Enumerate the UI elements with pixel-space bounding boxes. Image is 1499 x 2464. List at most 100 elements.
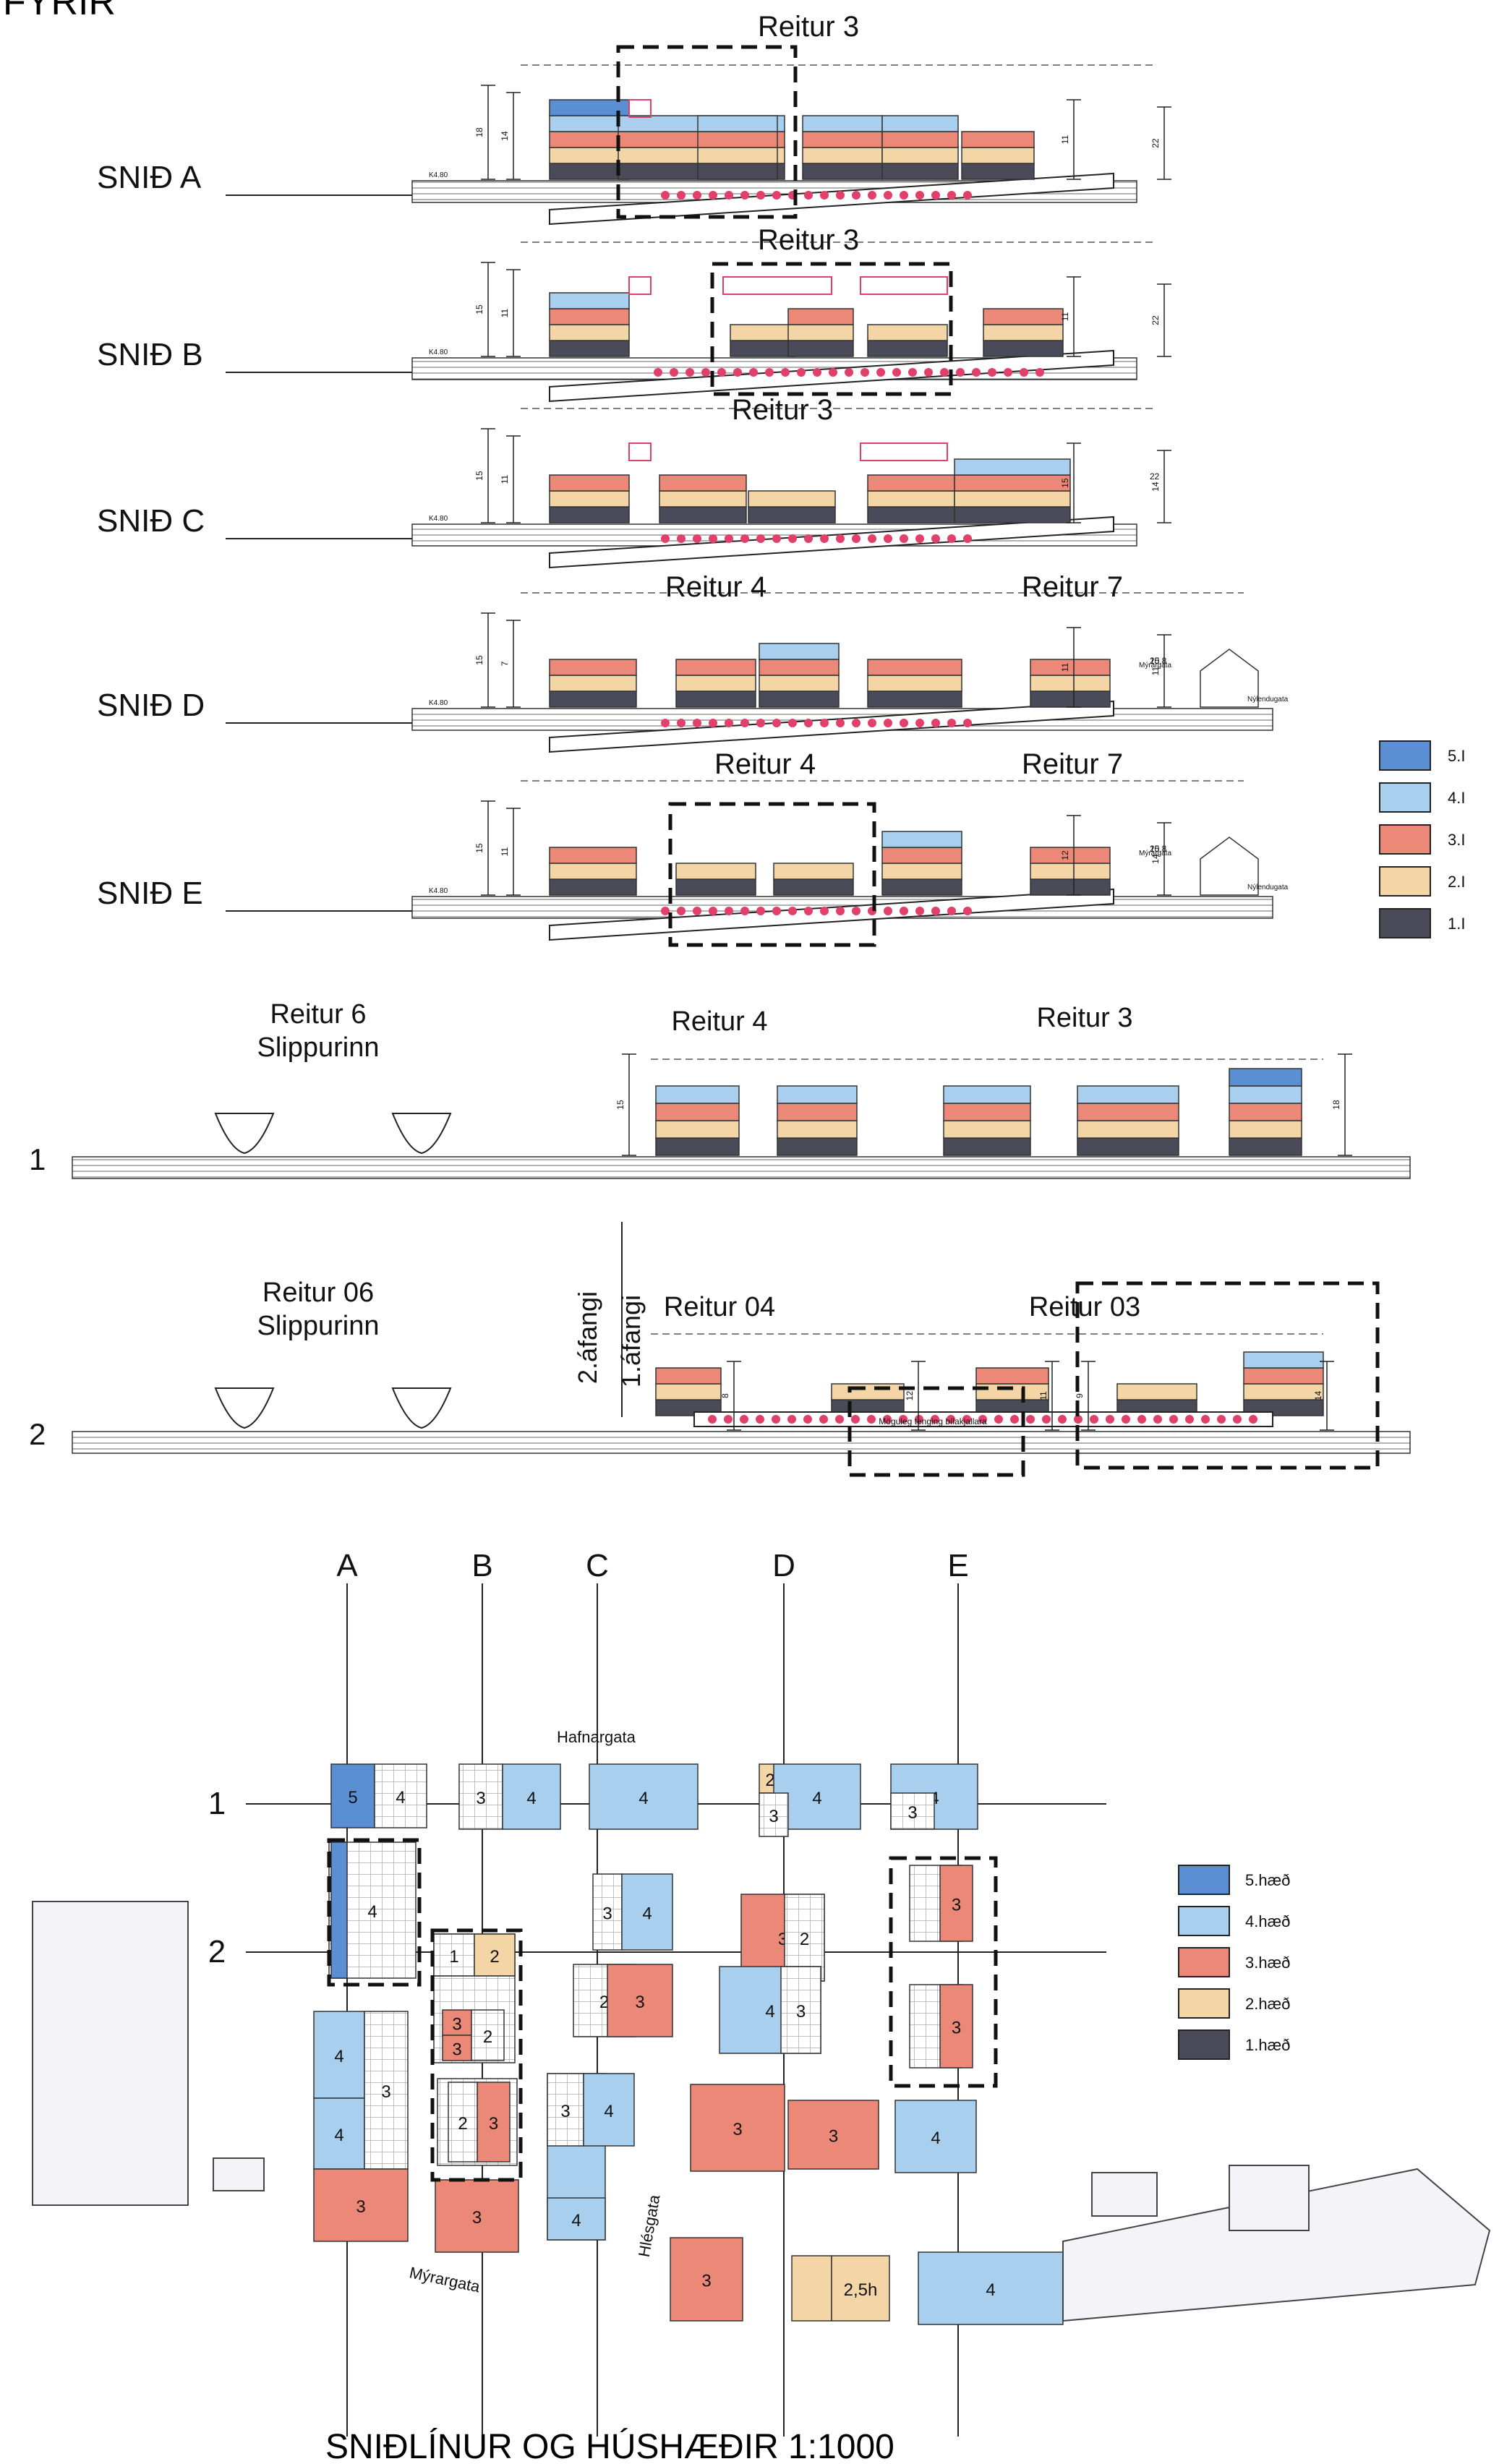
building xyxy=(1243,1351,1324,1416)
reitur-title: Reitur 7 xyxy=(1022,571,1123,603)
parking-car xyxy=(1106,1415,1114,1424)
parking-car xyxy=(900,719,908,727)
parking-car xyxy=(908,368,917,377)
parking-car xyxy=(772,534,781,543)
building xyxy=(831,1383,905,1416)
floor-count: 2 xyxy=(490,1947,499,1967)
building xyxy=(655,1367,722,1416)
section-label: SNIÐ C xyxy=(97,503,205,539)
floor-count: 4 xyxy=(765,2002,774,2022)
reitur-title: Reitur 3 xyxy=(758,11,859,43)
dimension-label: 11 xyxy=(500,847,510,856)
reitur-boundary xyxy=(847,1386,1025,1477)
datum-label: K4.80 xyxy=(429,171,448,179)
existing-building xyxy=(213,2157,265,2191)
floor-2 xyxy=(549,324,630,341)
building xyxy=(867,474,955,523)
legend-label: 5.I xyxy=(1448,747,1465,765)
floor-1 xyxy=(1229,1137,1302,1156)
floor-2 xyxy=(802,147,883,164)
dimension-label: 15,8 xyxy=(1150,844,1167,854)
floor-2 xyxy=(675,675,756,692)
plan-legend-label: 4.hæð xyxy=(1245,1912,1290,1930)
floor-3 xyxy=(759,659,840,676)
street-label: Nýlendugata xyxy=(1247,696,1289,703)
area-title: Reitur 3 xyxy=(1036,1003,1132,1033)
floor-2 xyxy=(954,490,1071,508)
parking-car xyxy=(724,1415,733,1424)
building xyxy=(961,131,1035,180)
floor-4 xyxy=(655,1085,740,1104)
dimension-label: 11 xyxy=(1060,134,1070,144)
floor-3 xyxy=(777,1103,858,1121)
floor-3 xyxy=(659,474,747,492)
section-line-number: 2 xyxy=(208,1934,226,1969)
floor-count: 3 xyxy=(952,1896,961,1915)
datum-label: K4.80 xyxy=(429,887,448,895)
parking-car xyxy=(931,1415,939,1424)
floor-4 xyxy=(1243,1351,1324,1369)
floor-2 xyxy=(655,1383,722,1400)
block-4 xyxy=(589,1763,699,1830)
parking-car xyxy=(868,719,876,727)
area-title: Reitur 03 xyxy=(1029,1292,1140,1322)
parking-car xyxy=(820,191,829,200)
floor-3 xyxy=(1030,659,1111,676)
parking-car xyxy=(915,534,924,543)
block-2 xyxy=(831,2255,890,2322)
plan-legend-label: 2.hæð xyxy=(1245,1995,1290,2013)
block-planned xyxy=(759,1792,789,1837)
floor-count: 5 xyxy=(348,1788,357,1808)
dimension-label: 11 xyxy=(500,308,510,317)
parking-car xyxy=(836,534,845,543)
reitur-boundary xyxy=(430,1928,523,2182)
street-label: Mýrargata xyxy=(1139,662,1171,670)
floor-1 xyxy=(549,878,637,896)
building xyxy=(659,474,747,523)
building xyxy=(881,115,959,180)
building xyxy=(748,490,836,523)
parking-car xyxy=(756,1415,764,1424)
parking-car xyxy=(1185,1415,1194,1424)
floor-count: 3 xyxy=(829,2127,838,2147)
floor-1 xyxy=(881,878,962,896)
block-planned xyxy=(448,2082,478,2163)
block-planned xyxy=(780,1966,821,2054)
elevation-label: 2 xyxy=(29,1417,46,1451)
legend-label: 3.I xyxy=(1448,831,1465,849)
parking-car xyxy=(804,907,813,915)
floor-1 xyxy=(697,163,778,180)
floor-2 xyxy=(867,324,948,341)
parking-car xyxy=(836,191,845,200)
parking-car xyxy=(963,907,972,915)
floor-2 xyxy=(675,863,756,880)
parking-car xyxy=(820,907,829,915)
parking-car xyxy=(852,719,860,727)
reitur-title: Reitur 3 xyxy=(732,394,833,426)
parking-car xyxy=(772,1415,780,1424)
street-label-myrargata: Mýrargata xyxy=(408,2263,482,2296)
dimension-label: 12 xyxy=(905,1391,915,1401)
parking-car xyxy=(900,534,908,543)
boat-icon xyxy=(391,1113,452,1155)
floor-4 xyxy=(802,115,883,132)
block-3 xyxy=(670,2237,743,2322)
parking-car xyxy=(709,191,717,200)
block-planned xyxy=(364,2011,409,2170)
legend-swatch-4 xyxy=(1379,782,1431,813)
parking-car xyxy=(686,368,694,377)
parking-car xyxy=(693,191,701,200)
floor-count: 2,5h xyxy=(844,2280,878,2300)
plan-legend-swatch-1 xyxy=(1178,2029,1230,2060)
floor-2 xyxy=(867,490,955,508)
parking-car xyxy=(717,368,726,377)
floor-3 xyxy=(1077,1103,1179,1121)
street-label-hafnargata: Hafnargata xyxy=(557,1728,636,1746)
floor-count: 4 xyxy=(931,2129,940,2148)
floor-4 xyxy=(881,831,962,848)
parking-car xyxy=(915,1415,923,1424)
section-line-letter: C xyxy=(586,1548,609,1583)
parking-car xyxy=(654,368,662,377)
